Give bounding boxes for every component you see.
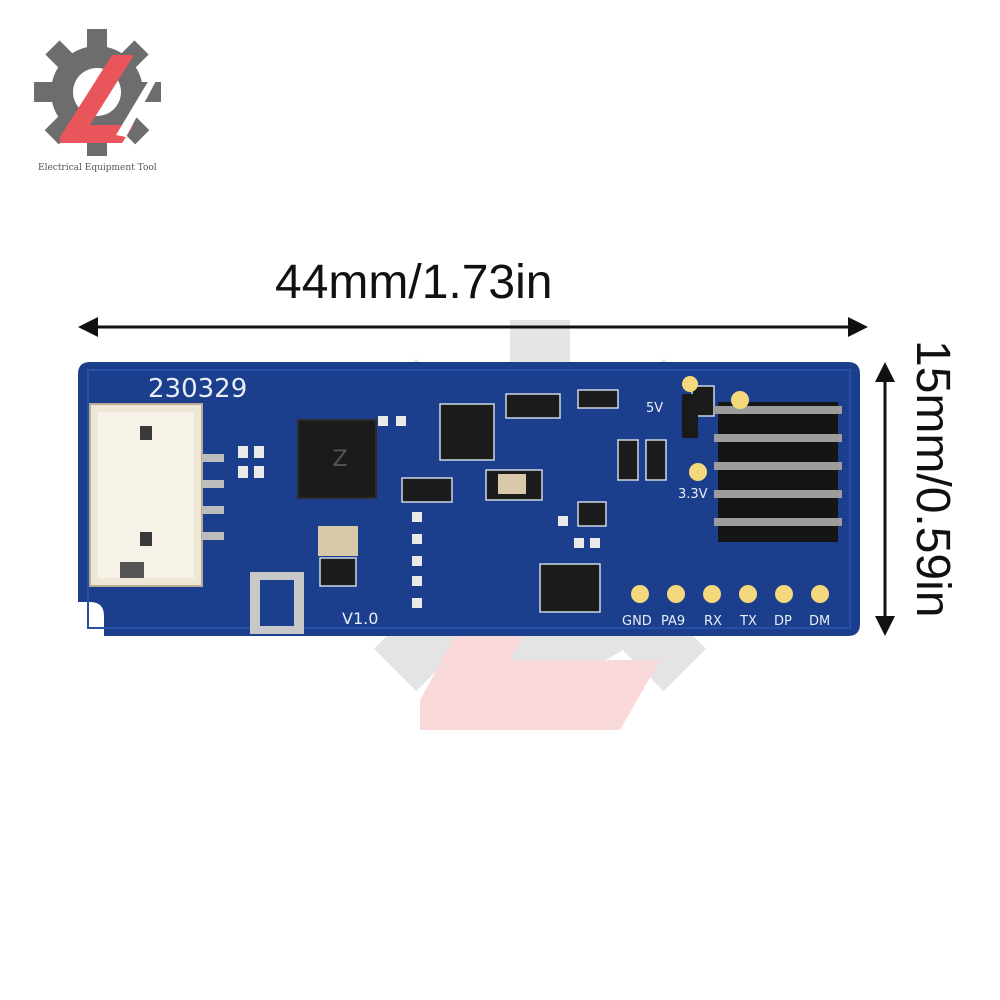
width-dimension-label: 44mm/1.73in <box>275 256 553 309</box>
logo-caption: Electrical Equipment Tool <box>38 163 157 173</box>
svg-text:Z: Z <box>332 447 347 472</box>
width-arrow-icon <box>78 317 868 337</box>
pin-label-rx: RX <box>704 614 722 629</box>
pin-label-pa9: PA9 <box>661 614 685 629</box>
height-arrow-icon <box>875 362 895 636</box>
logo-gear-icon <box>34 29 161 156</box>
pin-label-dm: DM <box>809 614 830 629</box>
jst-connector <box>89 403 224 587</box>
version-label: V1.0 <box>342 609 378 628</box>
pin-label-dp: DP <box>774 614 792 629</box>
pin-label-gnd: GND <box>622 614 652 629</box>
label-5v: 5V <box>646 401 663 416</box>
pin-label-tx: TX <box>739 614 757 629</box>
pcb-board: Z <box>78 362 860 636</box>
serial-label: 230329 <box>148 374 247 404</box>
height-dimension-label: 15mm/0.59in <box>906 340 959 618</box>
header-pins <box>714 402 842 542</box>
label-3v3: 3.3V <box>678 487 708 502</box>
